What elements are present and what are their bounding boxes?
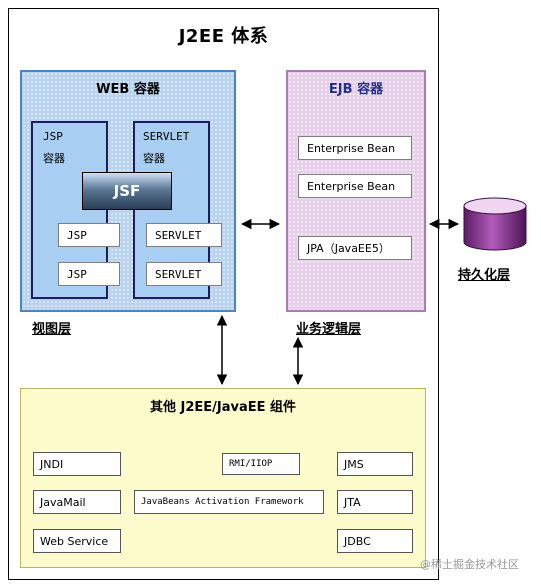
jaf-box: JavaBeans Activation Framework	[134, 490, 324, 514]
javamail-box: JavaMail	[33, 490, 121, 514]
persistence-layer-label: 持久化层	[458, 268, 511, 283]
jsp-container-label-2: 容器	[43, 152, 65, 165]
jsp-box: JSP	[58, 223, 120, 247]
view-layer-label: 视图层	[32, 322, 72, 337]
jndi-box: JNDI	[33, 452, 121, 476]
jsf-box: JSF	[82, 172, 172, 210]
enterprise-bean-box: Enterprise Bean	[298, 136, 412, 160]
watermark: @稀土掘金技术社区	[420, 558, 519, 571]
database-icon	[463, 197, 527, 251]
servlet-box: SERVLET	[146, 223, 222, 247]
enterprise-bean-box: Enterprise Bean	[298, 174, 412, 198]
jms-box: JMS	[337, 452, 413, 476]
jsp-container-label-1: JSP	[43, 130, 63, 143]
web-container-title: WEB 容器	[96, 82, 160, 97]
jpa-box: JPA（JavaEE5）	[298, 236, 412, 260]
business-layer-label: 业务逻辑层	[296, 322, 362, 337]
jta-box: JTA	[337, 490, 413, 514]
diagram-title: J2EE 体系	[178, 26, 269, 47]
other-components-title: 其他 J2EE/JavaEE 组件	[149, 400, 297, 415]
servlet-box: SERVLET	[146, 262, 222, 286]
web-service-box: Web Service	[33, 529, 121, 553]
rmi-iiop-box: RMI/IIOP	[222, 453, 300, 475]
jsp-box: JSP	[58, 262, 120, 286]
jdbc-box: JDBC	[337, 529, 413, 553]
servlet-container-label-2: 容器	[143, 152, 165, 165]
servlet-container-label-1: SERVLET	[143, 130, 190, 143]
ejb-container-title: EJB 容器	[328, 82, 384, 97]
